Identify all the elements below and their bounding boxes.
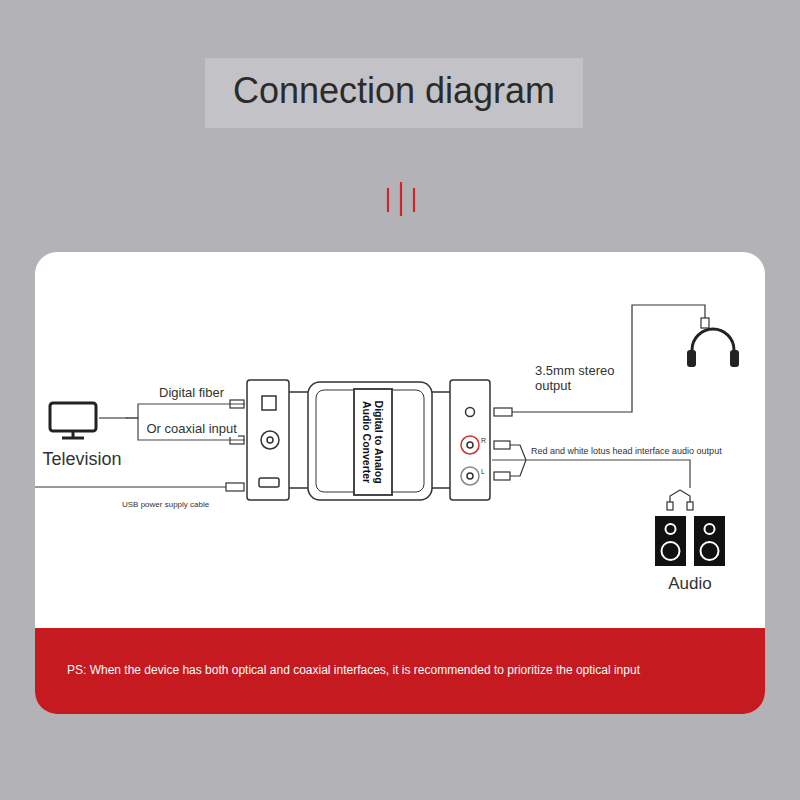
node-label: Television	[38, 449, 126, 470]
output-label: 3.5mm stereo output	[535, 364, 627, 394]
channel-label: R	[481, 437, 486, 445]
cable-connector	[126, 418, 245, 440]
cable-connector	[492, 460, 690, 488]
edge-label: Or coaxial input	[146, 422, 238, 437]
converter-node: Digital to Analog Audio Converter	[245, 378, 492, 502]
card	[35, 252, 765, 714]
edge-label: Red and white lotus head interface audio…	[530, 446, 723, 456]
speakers-icon	[655, 516, 725, 566]
cable-connector	[126, 404, 245, 418]
headphone-cable	[512, 305, 705, 412]
edge-label: Digital fiber	[158, 386, 225, 401]
diagram-title: Connection diagram	[205, 70, 583, 111]
headphone-jack	[701, 318, 709, 328]
headphones-icon	[687, 329, 739, 367]
channel-label: L	[481, 468, 485, 476]
device-node: Television	[38, 398, 126, 470]
usb-plug	[226, 483, 244, 491]
node-label: Audio	[640, 574, 740, 594]
speaker-node: Audio	[640, 488, 740, 594]
note-text: PS: When the device has both optical and…	[67, 664, 741, 678]
converter-body	[247, 380, 490, 500]
title-panel	[205, 58, 583, 128]
tv-lead	[99, 417, 127, 418]
headphone-plug	[494, 408, 512, 416]
red-bars	[388, 182, 414, 216]
tv-icon	[50, 403, 96, 438]
node-label: Digital to Analog Audio Converter	[361, 392, 385, 492]
cable-label: USB power supply cable	[122, 500, 209, 509]
note-band: PS: When the device has both optical and…	[35, 628, 765, 714]
usb-cable	[35, 486, 226, 487]
